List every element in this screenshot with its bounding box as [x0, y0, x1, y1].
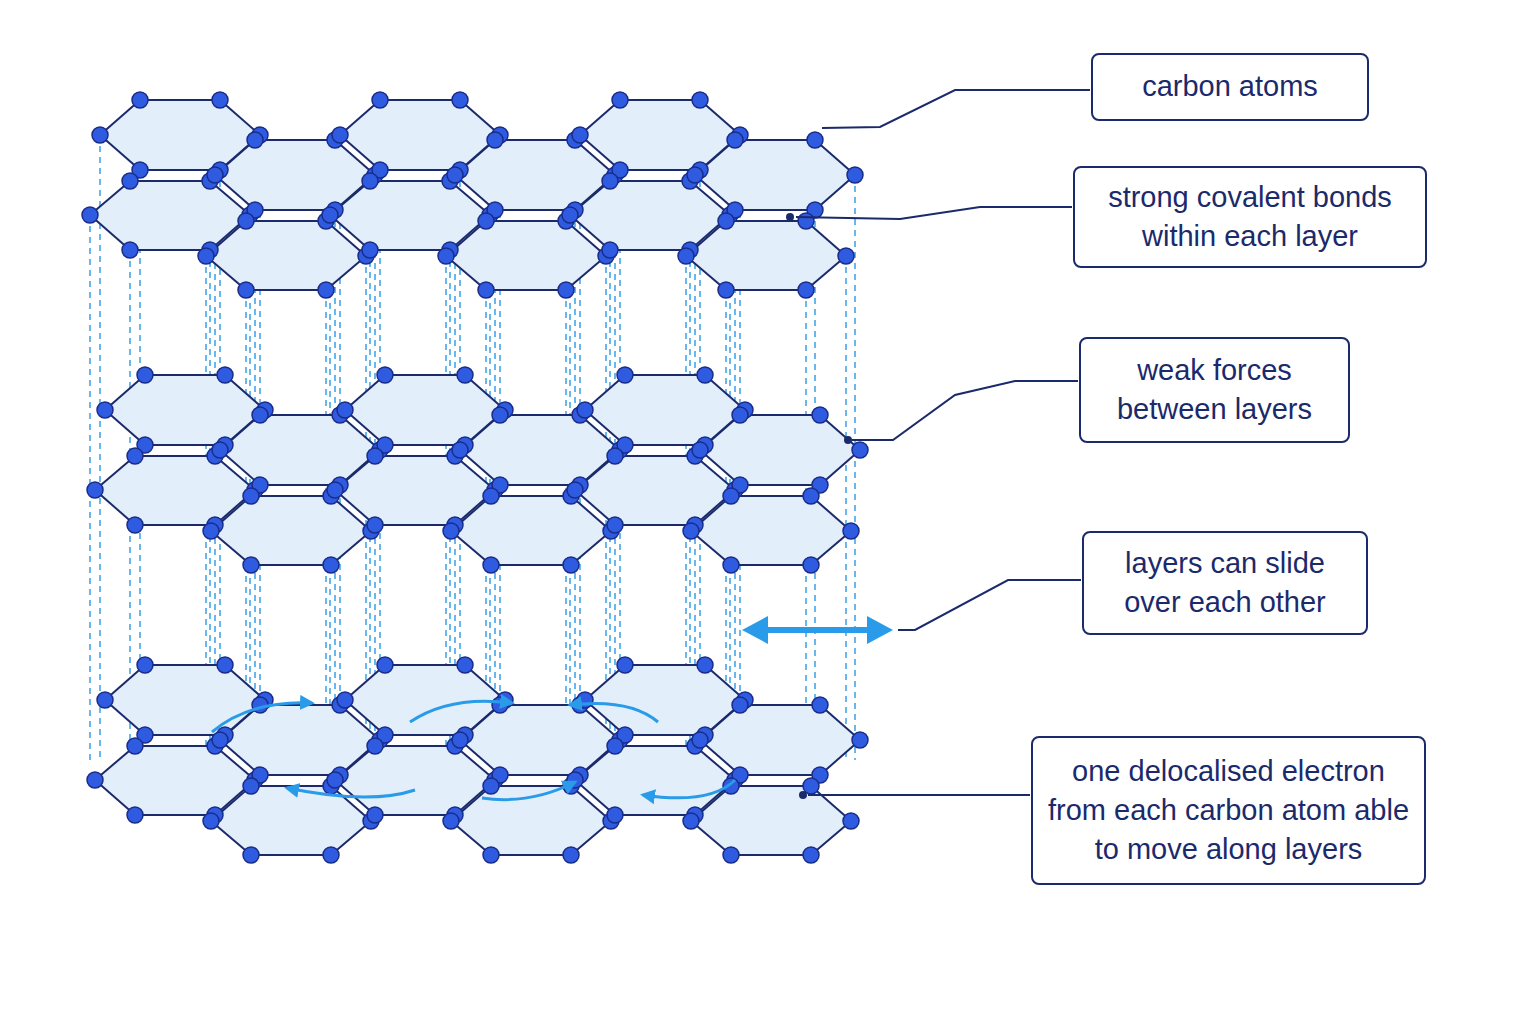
callout-text: one delocalised electron from each carbo…: [1045, 752, 1412, 869]
callout-box: layers can slide over each other: [1082, 531, 1368, 635]
electron-arrows: [212, 701, 735, 799]
leader-dots: [786, 213, 852, 799]
callout-text: carbon atoms: [1142, 67, 1318, 106]
callout-box: one delocalised electron from each carbo…: [1031, 736, 1426, 885]
callout-box: weak forces between layers: [1079, 337, 1350, 443]
slide-arrow: [742, 616, 893, 644]
callout-box: strong covalent bonds within each layer: [1073, 166, 1427, 268]
callout-box: carbon atoms: [1091, 53, 1369, 121]
graphite-layers: [82, 92, 868, 863]
callout-text: weak forces between layers: [1093, 351, 1336, 429]
callout-text: strong covalent bonds within each layer: [1087, 178, 1413, 256]
callout-text: layers can slide over each other: [1096, 544, 1354, 622]
leader-lines: [796, 90, 1090, 795]
